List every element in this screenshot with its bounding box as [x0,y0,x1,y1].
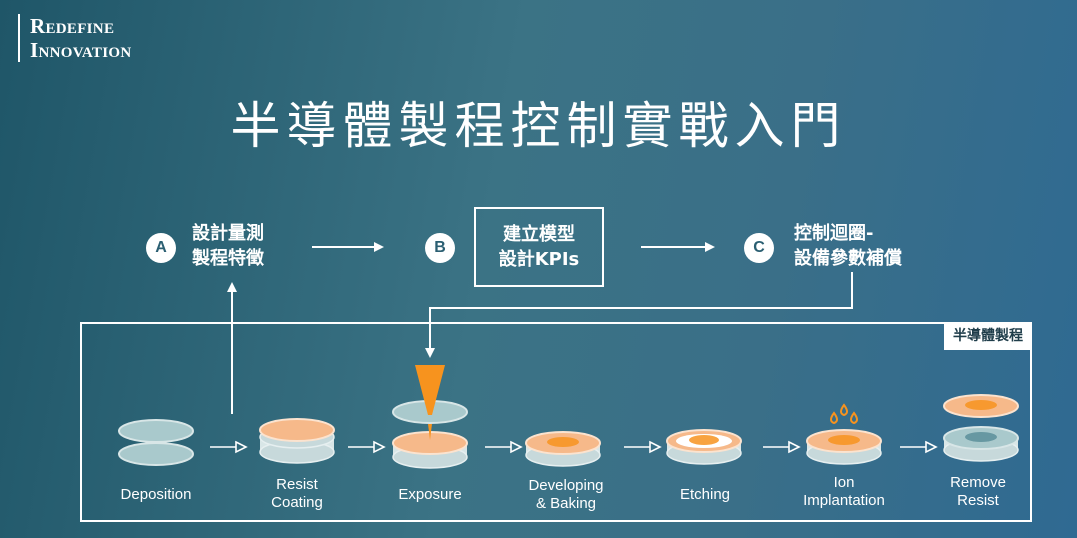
developing-baking-wafer-illustration [525,431,601,467]
stage-a-line-2: 製程特徵 [192,248,264,269]
step-arrows [210,440,938,454]
stage-a-label: 設計量測 製程特徵 [192,221,264,271]
step-label-line: & Baking [535,495,597,512]
step-label-line: Resist [276,476,318,493]
stage-b-line-2: 設計KPIs [498,249,580,270]
step-label-developing-baking: Developing & Baking [501,477,631,513]
brand-logo: Redefine Innovation [18,14,131,62]
step-label-ion-implantation: Ion Implantation [779,474,909,510]
resist-coating-wafer-illustration [259,418,335,464]
step-label-line: Coating [271,494,323,511]
step-label-line: Etching [679,486,731,503]
stage-c-label: 控制迴圈- 設備參數補償 [794,221,902,271]
arrow-c-to-exposure [425,272,853,358]
stage-a-line-1: 設計量測 [192,223,264,244]
stage-c-line-2: 設備參數補償 [794,248,902,269]
exposure-wafer-illustration [392,365,468,469]
brand-line-2: Innovation [30,38,132,62]
step-label-line: Ion [833,474,855,491]
step-label-line: Exposure [398,486,462,503]
etching-wafer-illustration [666,429,742,465]
brand-line-1: Redefine [30,14,115,38]
stage-c-badge: C [744,233,774,263]
remove-resist-wafer-illustration [943,394,1019,462]
ion-implantation-wafer-illustration [806,403,882,465]
step-label-remove-resist: Remove Resist [913,474,1043,510]
stage-c-line-1: 控制迴圈- [794,223,874,244]
step-label-exposure: Exposure [365,486,495,504]
step-label-deposition: Deposition [91,486,221,504]
process-panel-tag: 半導體製程 [944,322,1032,350]
stage-b-line-1: 建立模型 [503,224,575,245]
step-label-line: Remove [950,474,1006,491]
step-label-line: Resist [957,492,999,509]
stage-b-box: 建立模型 設計KPIs [474,207,604,287]
step-label-line: Deposition [120,486,192,503]
step-label-resist-coating: Resist Coating [232,476,362,512]
deposition-wafer-illustration [118,419,194,466]
page-title: 半導體製程控制實戰入門 [230,97,847,155]
stage-b-badge: B [425,233,455,263]
step-label-line: Developing [528,477,604,494]
stage-a-badge: A [146,233,176,263]
step-label-line: Implantation [803,492,885,509]
step-label-etching: Etching [640,486,770,504]
process-panel: 半導體製程 [80,322,1032,522]
